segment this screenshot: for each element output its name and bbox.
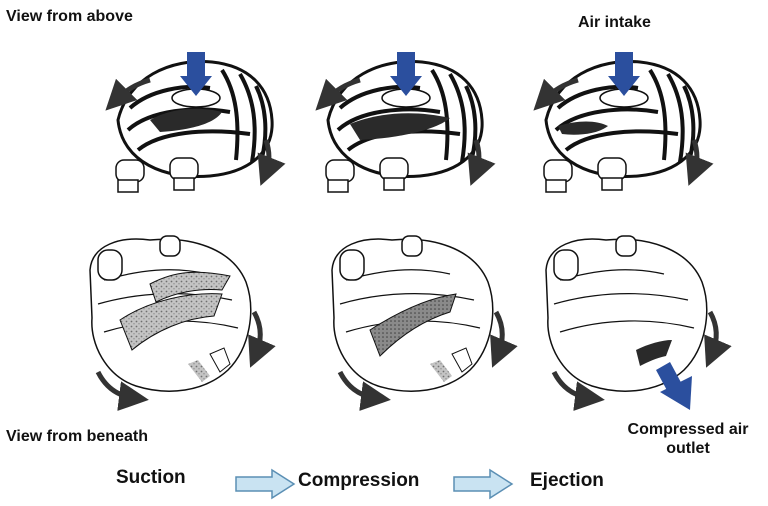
- trapped-air-region: [350, 113, 450, 140]
- air-intake-arrow: [608, 52, 640, 96]
- view-from-beneath-label: View from beneath: [6, 428, 148, 445]
- trapped-air-region: [636, 340, 672, 366]
- top-rotor-unit-3: [533, 52, 714, 193]
- stage-arrow-1: [235, 468, 296, 500]
- air-intake-label: Air intake: [578, 14, 651, 31]
- stage-label-suction: Suction: [116, 467, 186, 488]
- bottom-rotor-unit-2: [331, 235, 518, 412]
- trapped-air-region: [558, 121, 608, 135]
- top-rotor-unit-1: [105, 52, 286, 193]
- view-from-above-label: View from above: [6, 8, 133, 25]
- stage-arrow-2: [453, 468, 514, 500]
- stage-label-ejection: Ejection: [530, 470, 604, 491]
- bottom-rotor-unit-1: [89, 235, 276, 412]
- stage-label-compression: Compression: [298, 470, 420, 491]
- top-rotor-unit-2: [315, 52, 496, 193]
- compressed-air-outlet-arrow: [656, 362, 692, 410]
- compressed-air-outlet-label: Compressed air outlet: [627, 421, 749, 457]
- trapped-air-region: [369, 293, 457, 357]
- trapped-air-region: [150, 108, 222, 132]
- air-intake-arrow: [390, 52, 422, 96]
- trapped-air-region: [119, 293, 223, 351]
- bottom-rotor-unit-3: [545, 235, 732, 412]
- air-intake-arrow: [180, 52, 212, 96]
